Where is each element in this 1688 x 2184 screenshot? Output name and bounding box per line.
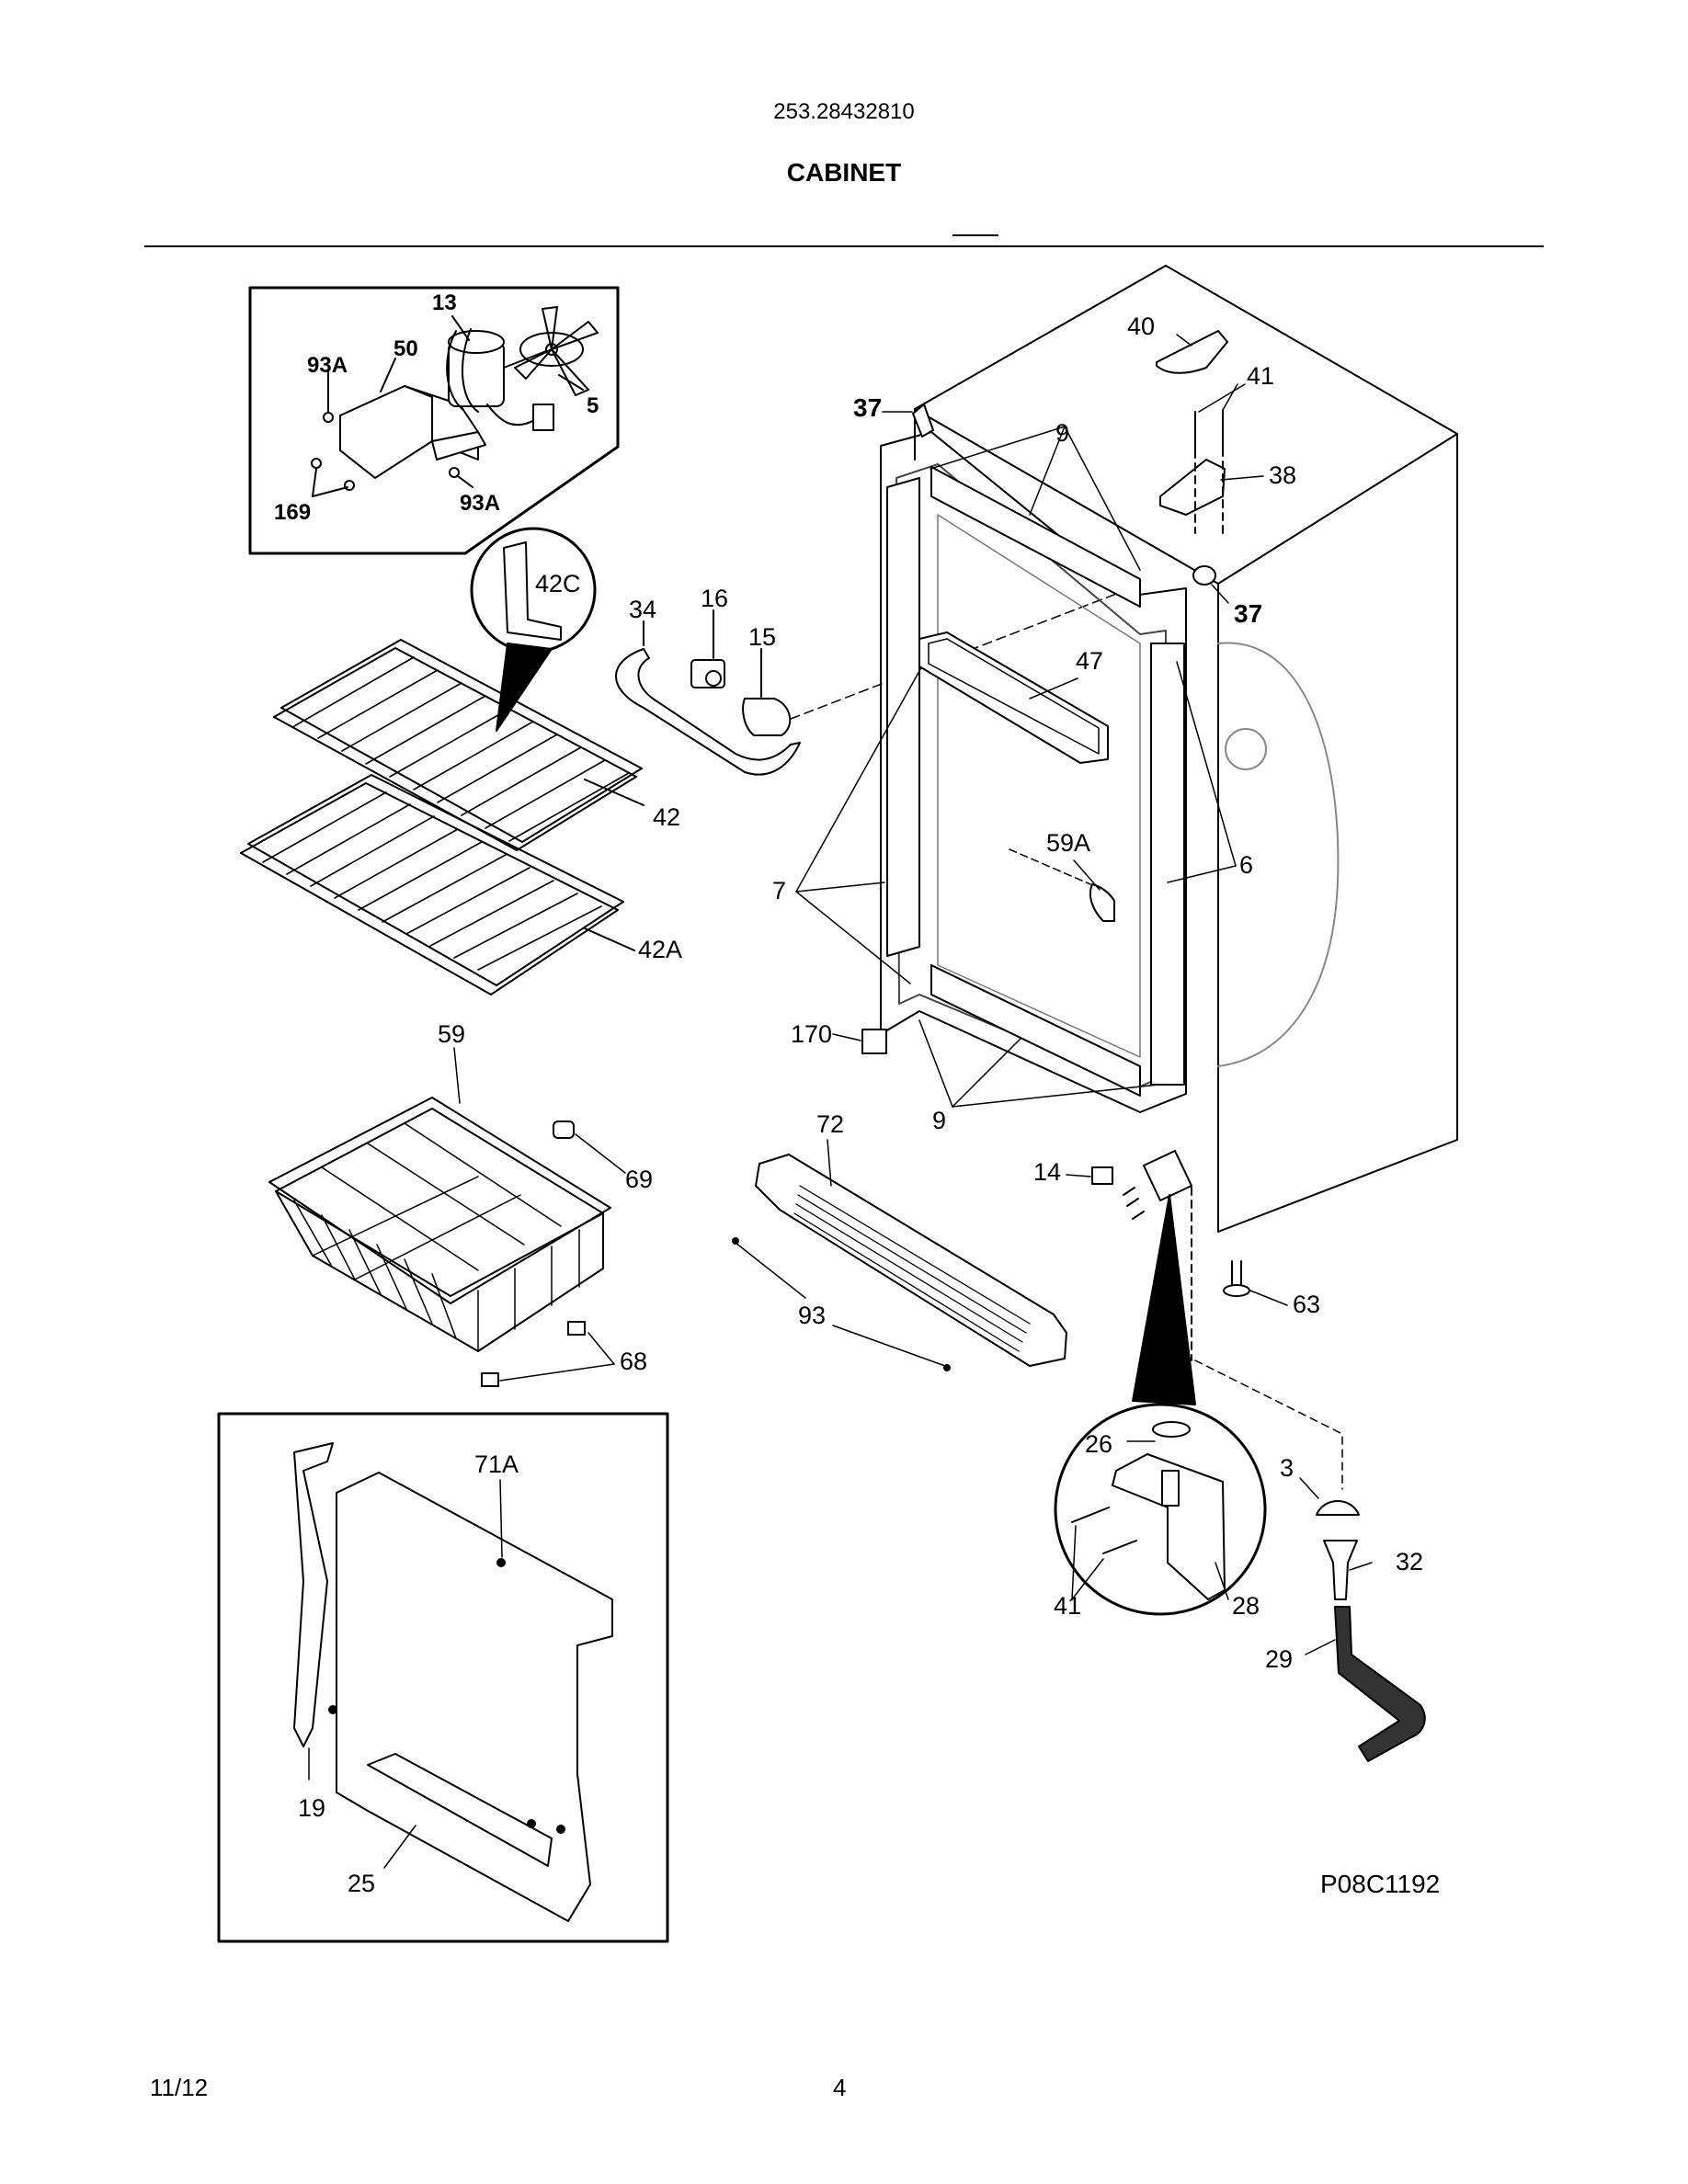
fan-motor-inset (248, 286, 620, 555)
callout-50: 50 (393, 336, 418, 361)
header-rule (144, 245, 1544, 247)
callout-37-right: 37 (1234, 599, 1263, 628)
callout-19: 19 (298, 1794, 326, 1822)
callout-69: 69 (625, 1166, 654, 1193)
callout-9-bottom: 9 (932, 1107, 947, 1134)
callout-59a: 59A (1046, 829, 1091, 857)
wire-shelves (240, 639, 644, 995)
callout-15: 15 (748, 623, 777, 651)
callout-42c: 42C (535, 570, 581, 597)
callout-41-top: 41 (1247, 362, 1275, 390)
callout-93: 93 (798, 1302, 827, 1329)
callout-16: 16 (701, 585, 729, 612)
hinge-screws (1123, 1187, 1145, 1220)
footer-page-number: 4 (833, 2074, 847, 2101)
callout-14: 14 (1033, 1158, 1062, 1186)
callout-34: 34 (629, 596, 657, 623)
rear-panel-inset (217, 1412, 669, 1943)
callout-47: 47 (1076, 647, 1104, 675)
callout-63: 63 (1293, 1291, 1321, 1318)
section-title: CABINET (786, 158, 902, 187)
callout-7: 7 (772, 877, 787, 904)
shelf-clip-callout (470, 527, 597, 732)
callout-72: 72 (816, 1110, 845, 1138)
callout-3: 3 (1280, 1454, 1295, 1482)
callout-26: 26 (1085, 1430, 1113, 1458)
callout-93a-top: 93A (307, 353, 348, 378)
toe-grille (732, 1139, 1067, 1371)
leveler-and-hinge-parts (1194, 1260, 1426, 1762)
cabinet-body (861, 265, 1458, 1361)
callout-38: 38 (1269, 461, 1297, 489)
callout-32: 32 (1396, 1548, 1424, 1575)
callout-6: 6 (1239, 851, 1254, 879)
cabinet-leaders (795, 334, 1264, 1177)
drawing-code: P08C1192 (1320, 1870, 1441, 1898)
bottom-hinge-callout (1054, 1194, 1267, 1616)
callout-41-bottom: 41 (1054, 1592, 1082, 1620)
footer-date: 11/12 (150, 2074, 209, 2101)
freezer-basket (268, 1047, 626, 1387)
callout-42a: 42A (638, 936, 683, 963)
callout-71a: 71A (474, 1450, 519, 1478)
callout-169: 169 (274, 500, 312, 525)
short-rule (952, 234, 998, 236)
callout-68: 68 (620, 1348, 648, 1375)
callout-28: 28 (1232, 1592, 1260, 1620)
callout-170: 170 (791, 1020, 833, 1048)
callout-37-top: 37 (853, 393, 883, 422)
model-number: 253.28432810 (773, 99, 915, 124)
callout-93a-bottom: 93A (460, 491, 501, 516)
callout-13: 13 (432, 290, 457, 315)
callout-59: 59 (438, 1020, 466, 1048)
callout-29: 29 (1265, 1645, 1294, 1673)
callout-40: 40 (1127, 313, 1156, 340)
callout-9-top: 9 (1055, 419, 1070, 447)
callout-5: 5 (587, 393, 599, 418)
callout-42: 42 (653, 803, 681, 831)
callout-25: 25 (348, 1870, 376, 1897)
